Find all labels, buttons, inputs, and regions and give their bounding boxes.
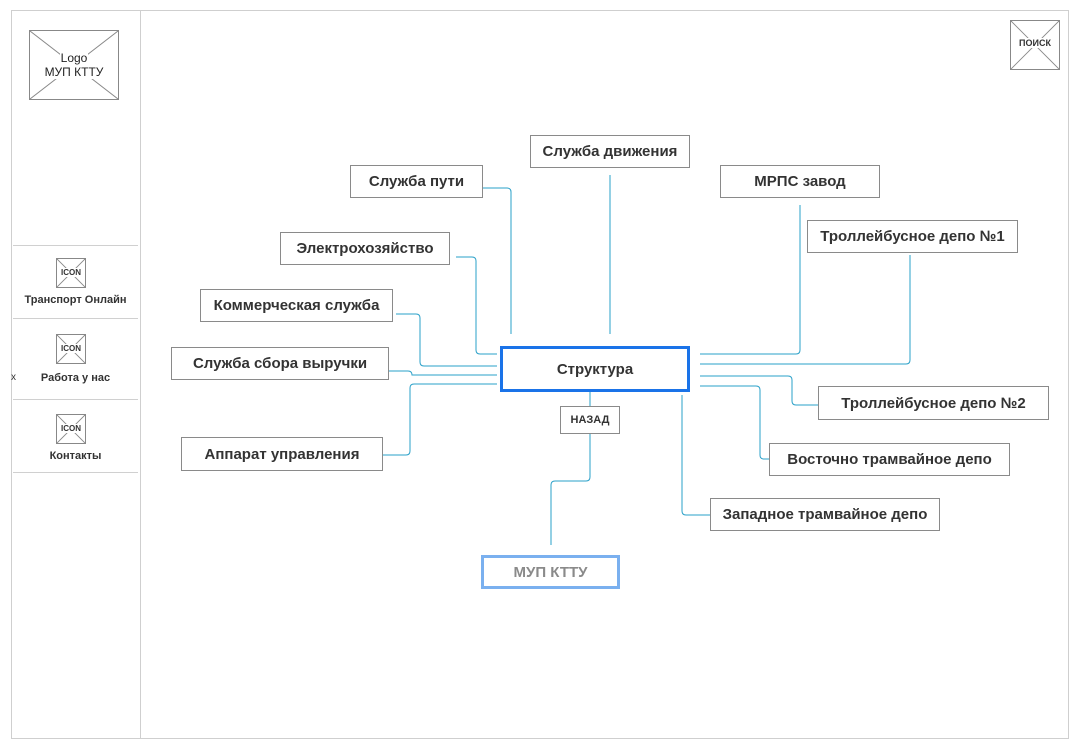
logo-line-1: Logo xyxy=(59,51,89,65)
structure-center-node[interactable]: Структура xyxy=(500,346,690,392)
node-kommercheskaya-sluzhba[interactable]: Коммерческая служба xyxy=(200,289,393,322)
sidebar-item-contacts[interactable]: ICON Контакты xyxy=(13,400,138,472)
icon-placeholder-text: ICON xyxy=(60,344,82,353)
node-sluzhba-dvizheniya[interactable]: Служба движения xyxy=(530,135,690,168)
node-zapadnoe-depo[interactable]: Западное трамвайное депо xyxy=(710,498,940,531)
sidebar-item-label: Контакты xyxy=(49,450,102,462)
icon-placeholder-text: ICON xyxy=(60,424,82,433)
node-trolley-depo-2[interactable]: Троллейбусное депо №2 xyxy=(818,386,1049,420)
transport-icon: ICON xyxy=(56,258,86,288)
sidebar-item-label: Работа у нас xyxy=(40,372,111,384)
search-label: поиск xyxy=(1018,38,1052,48)
node-mrps-zavod[interactable]: МРПС завод xyxy=(720,165,880,198)
sidebar-divider xyxy=(140,10,141,739)
contacts-icon: ICON xyxy=(56,414,86,444)
root-node-mup-kttu[interactable]: МУП КТТУ xyxy=(481,555,620,589)
sidebar-item-jobs[interactable]: ICON Работа у нас xyxy=(13,320,138,392)
node-sluzhba-sbora-vyruchki[interactable]: Служба сбора выручки xyxy=(171,347,389,380)
nav-separator xyxy=(13,318,138,319)
nav-separator xyxy=(13,472,138,473)
sidebar-item-transport-online[interactable]: ICON Транспорт Онлайн xyxy=(13,246,138,318)
back-button[interactable]: НАЗАД xyxy=(560,406,620,434)
node-vostochnoe-depo[interactable]: Восточно трамвайное депо xyxy=(769,443,1010,476)
node-sluzhba-puti[interactable]: Служба пути xyxy=(350,165,483,198)
icon-placeholder-text: ICON xyxy=(60,268,82,277)
stray-mark: x xyxy=(11,372,16,383)
jobs-icon: ICON xyxy=(56,334,86,364)
page-frame xyxy=(11,10,1069,739)
nav-separator xyxy=(13,245,138,246)
nav-separator xyxy=(13,399,138,400)
node-trolley-depo-1[interactable]: Троллейбусное депо №1 xyxy=(807,220,1018,253)
node-elektrohozyaystvo[interactable]: Электрохозяйство xyxy=(280,232,450,265)
logo-line-2: МУП КТТУ xyxy=(43,65,105,79)
search-button[interactable]: поиск xyxy=(1010,20,1060,70)
node-apparat-upravleniya[interactable]: Аппарат управления xyxy=(181,437,383,471)
logo[interactable]: Logo МУП КТТУ xyxy=(29,30,119,100)
sidebar-item-label: Транспорт Онлайн xyxy=(24,294,127,306)
